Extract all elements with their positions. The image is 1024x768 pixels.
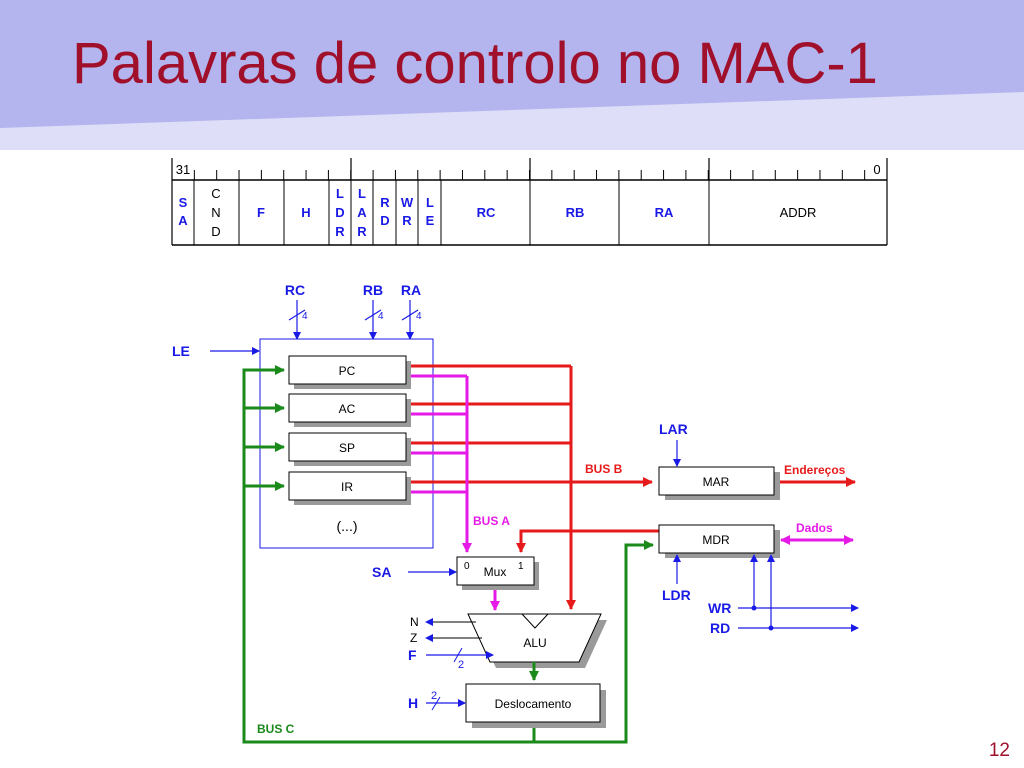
- field-cnd-line: C: [211, 186, 220, 201]
- rc-input-label: RC: [285, 282, 305, 298]
- field-sa-line: A: [178, 213, 188, 228]
- rb-width-label: 4: [378, 311, 384, 322]
- bit-ruler-small-ticks: [193, 170, 866, 180]
- field-ldr-line: L: [336, 186, 344, 201]
- field-le-line: L: [426, 195, 434, 210]
- register-box: [288, 432, 407, 462]
- le-signal-label: LE: [172, 343, 190, 359]
- register-pc-label: PC: [339, 364, 356, 378]
- control-word-table: [171, 158, 888, 246]
- wr-signal-label: WR: [708, 600, 731, 616]
- field-ldr-line: D: [335, 205, 344, 220]
- bus-c-label: BUS C: [257, 722, 295, 736]
- header-band: [0, 0, 1024, 150]
- register-ac-label: AC: [339, 402, 356, 416]
- field-rc: RC: [477, 205, 496, 220]
- mdr-box: [658, 524, 775, 554]
- f-signal-label: F: [408, 647, 417, 663]
- field-ldr-line: R: [335, 224, 345, 239]
- registers-more-label: (...): [337, 518, 358, 534]
- lar-signal-label: LAR: [659, 421, 688, 437]
- bus-width-slash: [288, 309, 306, 321]
- field-rd-line: R: [380, 195, 390, 210]
- bus-a-label: BUS A: [473, 514, 510, 528]
- mux-input-0-label: 0: [464, 561, 470, 572]
- mux-box: [456, 556, 535, 586]
- alu-notch: [521, 613, 549, 629]
- bit-label-0: 0: [873, 162, 880, 177]
- bus-width-slash: [401, 309, 419, 321]
- enderecos-label: Endereços: [784, 463, 846, 477]
- bit-label-bg: [868, 161, 885, 177]
- register-sp: SP: [288, 432, 411, 466]
- field-lar-line: A: [357, 205, 367, 220]
- page-number: 12: [988, 740, 1010, 761]
- slide-header: Palavras de controlo no MAC-1: [0, 0, 1024, 150]
- mux-label: Mux: [484, 565, 507, 579]
- page-title: Palavras de controlo no MAC-1: [72, 31, 878, 96]
- bus-b-label: BUS B: [585, 462, 623, 476]
- h-signal-label: H: [408, 695, 418, 711]
- register-box: [288, 355, 407, 385]
- ra-input-label: RA: [401, 282, 421, 298]
- field-le-line: E: [426, 213, 435, 228]
- shifter-box: [465, 683, 601, 723]
- register-box: [288, 393, 407, 423]
- f-width-slash: [453, 647, 463, 663]
- ra-width-label: 4: [416, 311, 422, 322]
- rc-width-label: 4: [302, 311, 308, 322]
- field-rd-line: D: [380, 213, 389, 228]
- wr-junction-dot: [751, 605, 757, 611]
- field-ra: RA: [655, 205, 674, 220]
- z-flag-label: Z: [410, 631, 417, 645]
- bit-label-bg: [174, 161, 192, 177]
- field-wr-line: R: [402, 213, 412, 228]
- mar-label: MAR: [703, 475, 730, 489]
- header-band-dark: [0, 0, 1024, 128]
- alu-label: ALU: [523, 636, 546, 650]
- h-width-slash: [431, 696, 441, 711]
- bus-c-line: [242, 365, 536, 744]
- sa-signal-label: SA: [372, 564, 391, 580]
- field-lar-line: L: [358, 186, 366, 201]
- field-cnd-line: N: [211, 205, 220, 220]
- bus-width-slash: [364, 309, 382, 321]
- rb-input-label: RB: [363, 282, 383, 298]
- h-width-label: 2: [431, 690, 437, 702]
- shifter-label: Deslocamento: [495, 697, 572, 711]
- dados-label: Dados: [796, 521, 833, 535]
- field-wr-line: W: [401, 195, 414, 210]
- rd-signal-label: RD: [710, 620, 730, 636]
- alu-box: [467, 613, 602, 663]
- field-lar-line: R: [357, 224, 367, 239]
- field-cnd-line: D: [211, 224, 220, 239]
- rd-junction-dot: [768, 625, 774, 631]
- field-addr: ADDR: [780, 205, 817, 220]
- register-ir-label: IR: [341, 480, 353, 494]
- bus-c-to-mdr: [534, 540, 654, 744]
- field-f: F: [257, 205, 265, 220]
- register-ac: AC: [288, 393, 411, 427]
- mdr-label: MDR: [702, 533, 730, 547]
- field-rb: RB: [566, 205, 585, 220]
- mdr-to-mux: [516, 529, 659, 553]
- field-h: H: [301, 205, 310, 220]
- ldr-signal-label: LDR: [662, 587, 691, 603]
- f-width-label: 2: [458, 659, 464, 671]
- bit-label-31: 31: [176, 162, 190, 177]
- mux-input-1-label: 1: [518, 561, 524, 572]
- n-flag-label: N: [410, 615, 419, 629]
- register-pc: PC: [288, 355, 411, 389]
- register-sp-label: SP: [339, 441, 355, 455]
- register-box: [288, 471, 407, 501]
- register-ir: IR: [288, 471, 411, 505]
- field-sa-line: S: [179, 195, 188, 210]
- mar-box: [658, 466, 775, 496]
